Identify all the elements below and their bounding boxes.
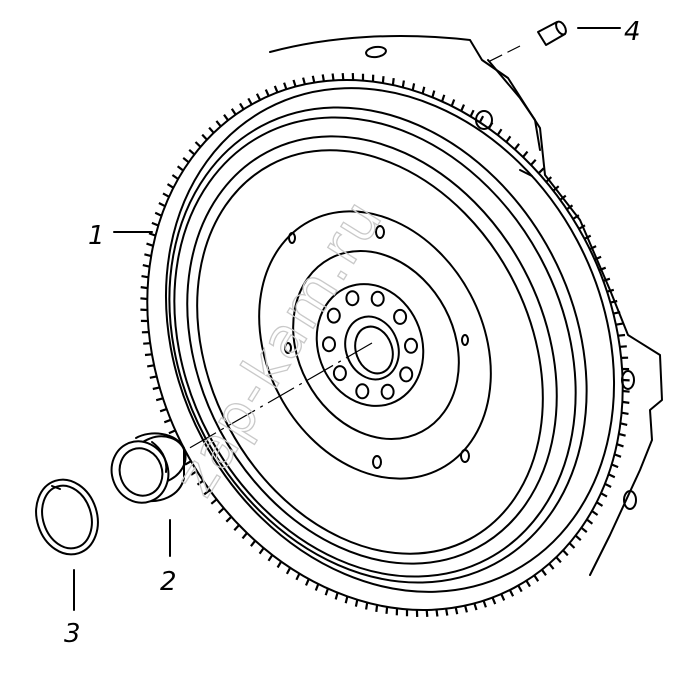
callout-1: 1: [88, 221, 105, 251]
flywheel-housing: [269, 35, 663, 576]
callout-3: 3: [64, 619, 81, 649]
callout-4: 4: [624, 17, 641, 47]
leader-lines: [73, 27, 621, 611]
hub-bolt-hole: [393, 308, 408, 325]
hub-bolt-hole: [370, 290, 385, 307]
hub-bolt-hole: [380, 383, 395, 400]
assembly-axis: [185, 45, 521, 451]
flywheel-body: [168, 106, 588, 584]
callout-2: 2: [160, 567, 177, 597]
flywheel-hub: [315, 283, 425, 407]
hub-bolt-hole: [322, 336, 336, 353]
hub-bolt-hole: [326, 307, 341, 324]
dowel-pin: [537, 20, 567, 46]
hub-bolt-hole: [345, 290, 360, 307]
hub-bolt-hole: [404, 337, 418, 354]
hub-bolt-hole: [332, 365, 347, 382]
bushing: [110, 432, 187, 504]
retaining-ring: [35, 478, 99, 556]
hub-bolt-hole: [399, 366, 414, 383]
gear-teeth: [140, 73, 630, 617]
hub-bolt-hole: [355, 383, 370, 400]
